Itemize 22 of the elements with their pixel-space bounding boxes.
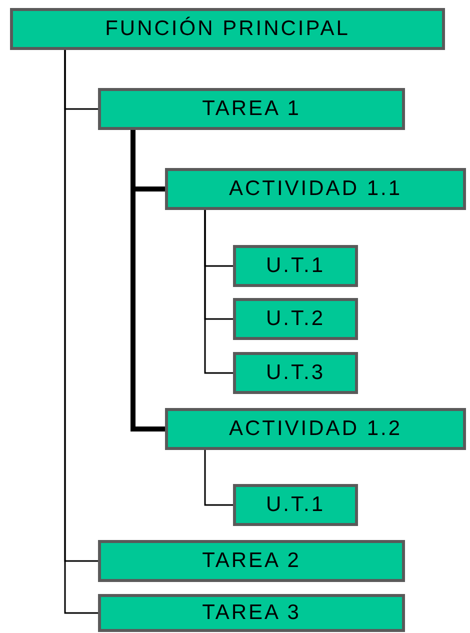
- connector-line: [204, 450, 233, 506]
- task-box: [233, 352, 358, 394]
- box-label: ACTIVIDAD 1.2: [228, 416, 402, 442]
- task-box: [10, 8, 445, 50]
- box-label: U.T.3: [266, 360, 325, 386]
- box-label: TAREA 3: [202, 600, 301, 626]
- task-box: [165, 168, 466, 210]
- box-label: U.T.1: [266, 492, 325, 518]
- task-box: [98, 540, 405, 582]
- connector-line: [204, 210, 233, 374]
- box-label: ACTIVIDAD 1.1: [228, 176, 402, 202]
- task-box: [233, 484, 358, 526]
- task-box: [98, 88, 405, 130]
- task-box: [233, 245, 358, 287]
- task-box: [165, 408, 466, 450]
- box-label: TAREA 2: [202, 548, 301, 574]
- box-label: U.T.2: [266, 306, 325, 332]
- box-label: TAREA 1: [202, 96, 301, 122]
- task-box: [233, 298, 358, 340]
- box-label: U.T.1: [266, 253, 325, 280]
- task-box: [98, 594, 405, 632]
- box-label: FUNCIÓN PRINCIPAL: [105, 16, 350, 42]
